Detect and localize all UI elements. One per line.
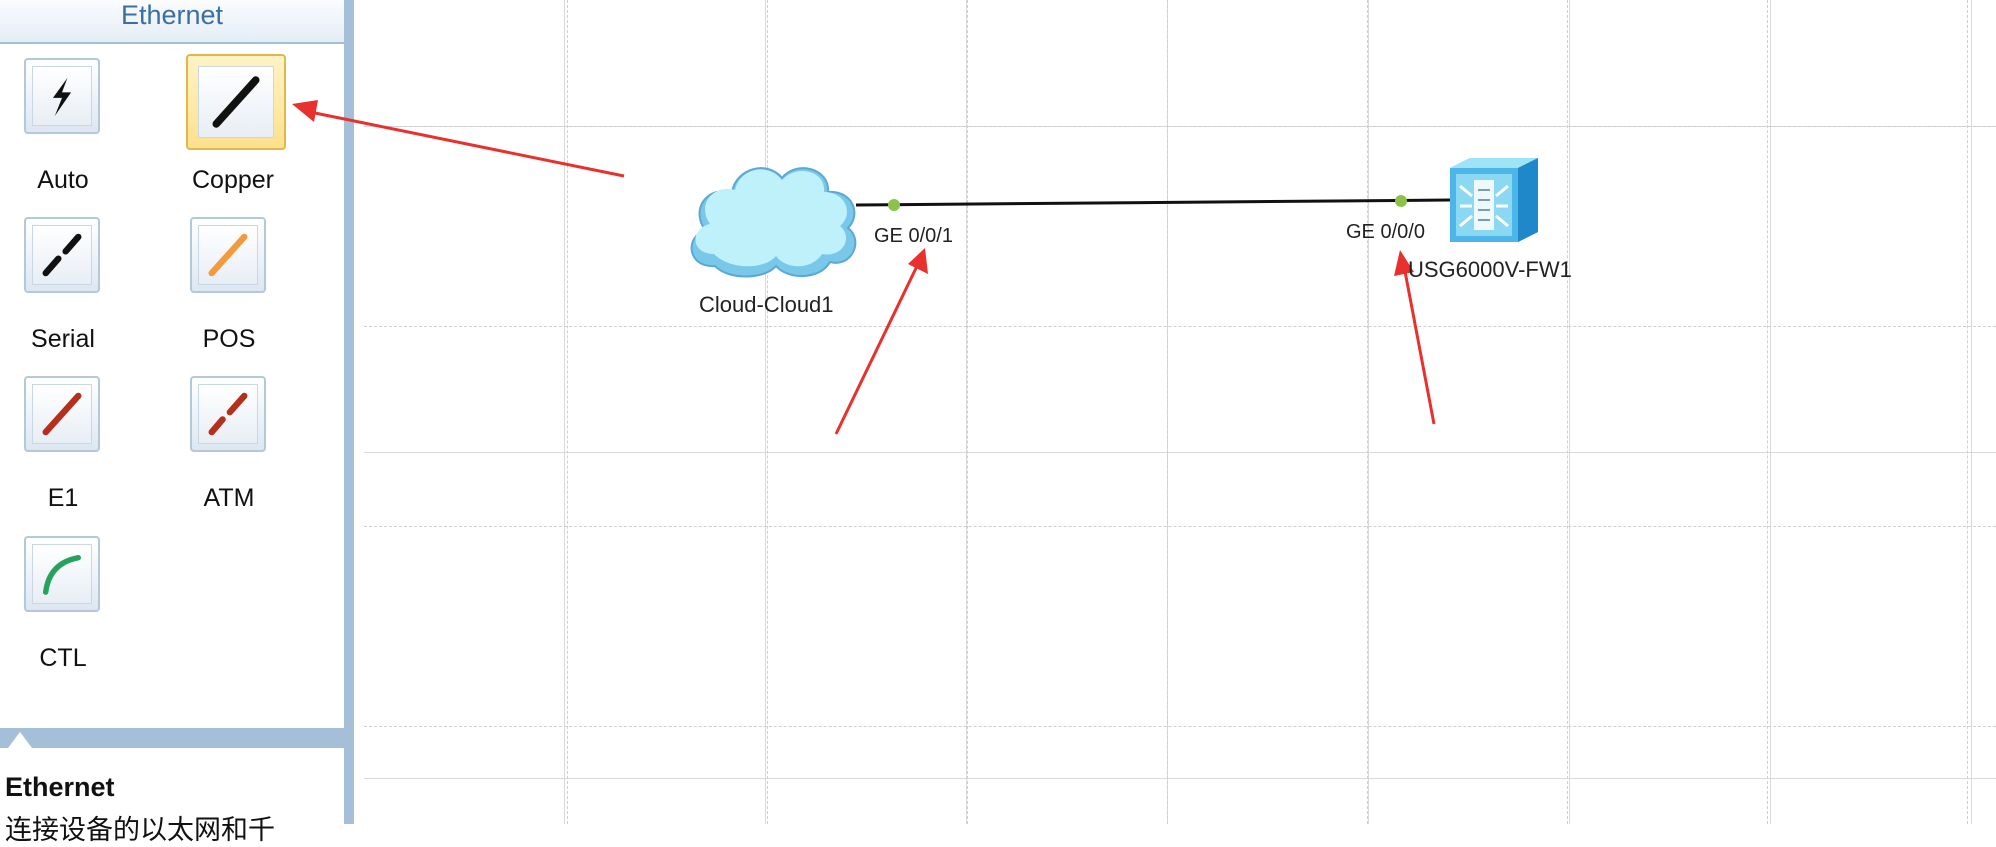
cable-item-e1[interactable]: E1 bbox=[0, 376, 160, 526]
cable-item-pos[interactable]: POS bbox=[166, 217, 326, 367]
cable-item-serial[interactable]: Serial bbox=[0, 217, 160, 367]
cable-item-atm[interactable]: ATM bbox=[166, 376, 326, 526]
splitter-notch-icon bbox=[8, 732, 32, 748]
auto-cable-icon bbox=[24, 58, 100, 134]
pos-cable-icon bbox=[190, 217, 266, 293]
grid-line bbox=[1367, 0, 1368, 824]
atm-cable-icon bbox=[190, 376, 266, 452]
grid-line bbox=[767, 0, 768, 824]
grid-line bbox=[1167, 0, 1168, 824]
e1-cable-icon bbox=[24, 376, 100, 452]
device-label-cloud: Cloud-Cloud1 bbox=[699, 292, 834, 317]
grid-line bbox=[364, 326, 1996, 327]
grid-line bbox=[364, 726, 1996, 727]
port-label-a: GE 0/0/1 bbox=[874, 225, 953, 247]
serial-cable-icon bbox=[24, 217, 100, 293]
cable-label-copper: Copper bbox=[192, 166, 274, 194]
grid-line bbox=[364, 126, 1996, 127]
grid-line bbox=[1967, 0, 1968, 824]
cable-label-atm: ATM bbox=[203, 484, 255, 512]
description-splitter[interactable] bbox=[0, 728, 344, 748]
copper-cable-icon bbox=[186, 54, 286, 150]
topology-canvas[interactable] bbox=[364, 0, 1996, 824]
grid-line bbox=[1567, 0, 1568, 824]
device-label-firewall: USG6000V-FW1 bbox=[1408, 257, 1572, 282]
cable-label-e1: E1 bbox=[47, 484, 79, 512]
description-text: 连接设备的以太网和千 bbox=[5, 815, 275, 845]
grid-line bbox=[1767, 0, 1768, 824]
ctl-cable-icon bbox=[24, 536, 100, 612]
cable-palette: Ethernet Auto Copper bbox=[0, 0, 354, 845]
cable-item-auto[interactable]: Auto bbox=[0, 58, 160, 208]
port-label-b: GE 0/0/0 bbox=[1346, 221, 1425, 243]
grid-line bbox=[567, 0, 568, 824]
cable-label-auto: Auto bbox=[37, 166, 89, 194]
cable-item-copper[interactable]: Copper bbox=[166, 54, 326, 208]
grid-line bbox=[967, 0, 968, 824]
grid-line bbox=[364, 526, 1996, 527]
cable-label-pos: POS bbox=[202, 325, 256, 353]
description-title: Ethernet bbox=[5, 772, 115, 802]
palette-header: Ethernet bbox=[0, 0, 344, 44]
cable-label-ctl: CTL bbox=[39, 644, 87, 672]
cable-label-serial: Serial bbox=[31, 325, 95, 353]
cable-item-ctl[interactable]: CTL bbox=[0, 536, 160, 686]
